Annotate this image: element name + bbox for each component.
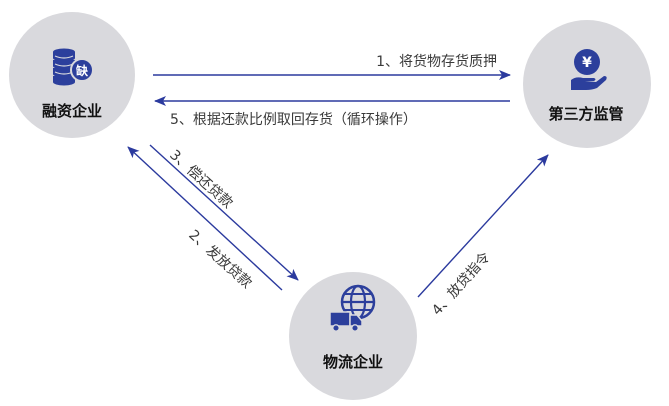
financing-label: 融资企业 [42,102,102,120]
flow-5-label: 5、根据还款比例取回存货（循环操作） [170,111,417,128]
flow-1-label: 1、将货物存货质押 [376,53,497,70]
supervisor-label: 第三方监管 [548,105,623,123]
logistics-circle [289,272,417,400]
flow-2-arrow [149,144,299,281]
flow-4-label: 4、放贷指令 [429,249,494,318]
flow-4-arrow [417,154,549,298]
node-logistics: 物流企业 [289,272,417,400]
yen-hand-icon: ¥ [571,49,607,90]
flow-3-arrow [127,146,283,291]
flow-3-label: 3、偿还贷款 [166,147,235,212]
financing-badge: 缺 [76,63,89,78]
node-supervisor: ¥ 第三方监管 [523,20,651,148]
coin-stack-icon: 缺 [53,48,94,86]
globe-truck-icon [329,284,376,332]
node-financing: 缺 融资企业 [9,12,135,138]
logistics-label: 物流企业 [323,353,383,371]
flow-2-label: 2、发放贷款 [185,227,254,292]
supervisor-badge: ¥ [582,55,592,71]
